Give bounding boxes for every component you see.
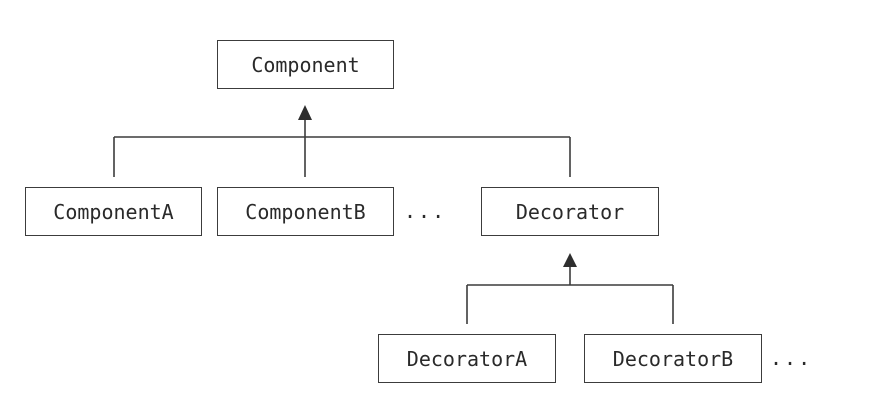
class-box-component-b: ComponentB xyxy=(217,187,394,236)
class-box-decorator: Decorator xyxy=(481,187,659,236)
class-box-component: Component xyxy=(217,40,394,89)
class-label: Component xyxy=(251,52,360,77)
class-label: ComponentA xyxy=(53,199,174,224)
class-label: DecoratorB xyxy=(612,346,734,371)
ellipsis-more-decorators: ... xyxy=(770,346,813,370)
class-box-decorator-a: DecoratorA xyxy=(378,334,556,383)
class-label: Decorator xyxy=(515,199,625,224)
class-box-decorator-b: DecoratorB xyxy=(584,334,762,383)
ellipsis-more-components: ... xyxy=(404,199,447,223)
inheritance-arrowhead-decorator xyxy=(563,253,577,267)
class-label: ComponentB xyxy=(245,199,366,224)
inheritance-arrowhead-component xyxy=(298,105,312,120)
class-box-component-a: ComponentA xyxy=(25,187,202,236)
class-label: DecoratorA xyxy=(406,346,528,371)
